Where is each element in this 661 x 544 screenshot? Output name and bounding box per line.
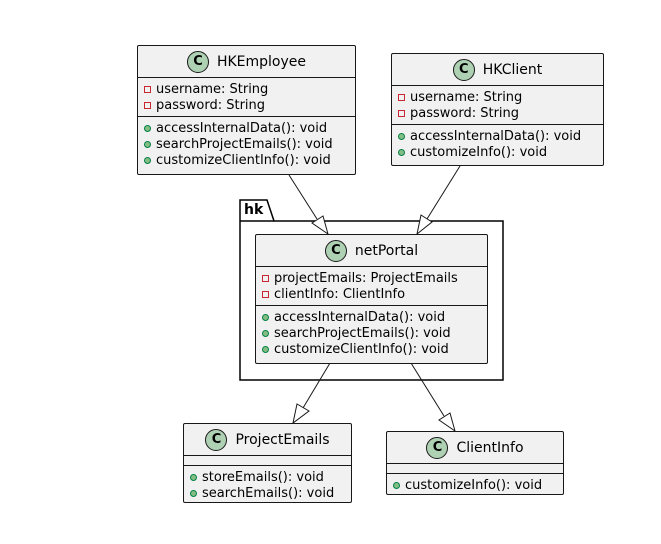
class-hkemployee-methods: accessInternalData(): void searchProject… bbox=[138, 117, 355, 171]
public-visibility-icon bbox=[262, 345, 269, 353]
private-visibility-icon bbox=[262, 290, 269, 298]
class-netportal-name: netPortal bbox=[354, 242, 419, 259]
method-row: customizeInfo(): void bbox=[398, 144, 603, 160]
public-visibility-icon bbox=[393, 481, 400, 489]
class-hkclient-methods: accessInternalData(): void customizeInfo… bbox=[392, 125, 603, 163]
attribute-row: password: String bbox=[144, 97, 355, 113]
relation-hkemployee-netportal-arrowhead bbox=[311, 215, 329, 236]
class-netportal-header: C netPortal bbox=[256, 235, 487, 267]
class-hkclient-header: C HKClient bbox=[392, 54, 603, 86]
class-clientinfo[interactable]: C ClientInfo customizeInfo(): void bbox=[386, 431, 564, 495]
public-visibility-icon bbox=[144, 156, 151, 164]
relation-netportal-clientinfo-arrowhead bbox=[438, 412, 456, 433]
class-clientinfo-header: C ClientInfo bbox=[387, 432, 563, 464]
method-row: accessInternalData(): void bbox=[144, 120, 355, 136]
method-row: customizeInfo(): void bbox=[393, 477, 563, 493]
private-visibility-icon bbox=[144, 101, 151, 109]
attribute-row: clientInfo: ClientInfo bbox=[262, 286, 487, 302]
class-clientinfo-methods: customizeInfo(): void bbox=[387, 474, 563, 496]
package-hk-frame bbox=[239, 199, 504, 381]
public-visibility-icon bbox=[262, 313, 269, 321]
attribute-row: username: String bbox=[398, 89, 603, 105]
class-projectemails-methods: storeEmails(): void searchEmails(): void bbox=[184, 466, 351, 504]
method-row: storeEmails(): void bbox=[190, 469, 351, 485]
attribute-row: password: String bbox=[398, 105, 603, 121]
class-hkemployee[interactable]: C HKEmployee username: String password: … bbox=[137, 45, 356, 175]
class-netportal[interactable]: C netPortal projectEmails: ProjectEmails… bbox=[255, 234, 488, 364]
private-visibility-icon bbox=[398, 93, 405, 101]
package-hk-label: hk bbox=[244, 202, 264, 218]
public-visibility-icon bbox=[398, 148, 405, 156]
relation-hkclient-netportal-arrowhead bbox=[416, 214, 433, 236]
relation-hkclient-netportal-line bbox=[426, 165, 461, 220]
private-visibility-icon bbox=[262, 274, 269, 282]
class-netportal-methods: accessInternalData(): void searchProject… bbox=[256, 306, 487, 360]
relation-netportal-clientinfo-line bbox=[410, 362, 445, 417]
public-visibility-icon bbox=[190, 489, 197, 497]
class-clientinfo-name: ClientInfo bbox=[456, 439, 524, 456]
class-hkclient-name: HKClient bbox=[482, 61, 543, 78]
class-projectemails-header: C ProjectEmails bbox=[184, 424, 351, 456]
class-hkemployee-header: C HKEmployee bbox=[138, 46, 355, 78]
public-visibility-icon bbox=[190, 473, 197, 481]
public-visibility-icon bbox=[144, 124, 151, 132]
attribute-row: projectEmails: ProjectEmails bbox=[262, 270, 487, 286]
class-hkclient[interactable]: C HKClient username: String password: St… bbox=[391, 53, 604, 166]
class-hkemployee-name: HKEmployee bbox=[216, 53, 307, 70]
relation-hkemployee-netportal-line bbox=[288, 174, 318, 220]
class-clientinfo-attributes bbox=[387, 464, 563, 474]
relation-netportal-projectemails-line bbox=[302, 362, 331, 409]
class-icon: C bbox=[324, 239, 347, 262]
public-visibility-icon bbox=[398, 132, 405, 140]
class-icon: C bbox=[452, 58, 475, 81]
class-netportal-attributes: projectEmails: ProjectEmails clientInfo:… bbox=[256, 267, 487, 306]
class-projectemails[interactable]: C ProjectEmails storeEmails(): void sear… bbox=[183, 423, 352, 503]
method-row: accessInternalData(): void bbox=[398, 128, 603, 144]
attribute-row: username: String bbox=[144, 81, 355, 97]
class-hkclient-attributes: username: String password: String bbox=[392, 86, 603, 125]
method-row: accessInternalData(): void bbox=[262, 309, 487, 325]
class-projectemails-name: ProjectEmails bbox=[235, 431, 330, 448]
method-row: searchProjectEmails(): void bbox=[262, 325, 487, 341]
public-visibility-icon bbox=[262, 329, 269, 337]
private-visibility-icon bbox=[398, 109, 405, 117]
method-row: searchEmails(): void bbox=[190, 485, 351, 501]
class-projectemails-attributes bbox=[184, 456, 351, 466]
class-icon: C bbox=[426, 436, 449, 459]
relation-netportal-projectemails-arrowhead bbox=[292, 403, 310, 425]
class-icon: C bbox=[205, 428, 228, 451]
method-row: customizeClientInfo(): void bbox=[144, 152, 355, 168]
private-visibility-icon bbox=[144, 85, 151, 93]
method-row: searchProjectEmails(): void bbox=[144, 136, 355, 152]
class-hkemployee-attributes: username: String password: String bbox=[138, 78, 355, 117]
method-row: customizeClientInfo(): void bbox=[262, 341, 487, 357]
class-icon: C bbox=[186, 50, 209, 73]
public-visibility-icon bbox=[144, 140, 151, 148]
